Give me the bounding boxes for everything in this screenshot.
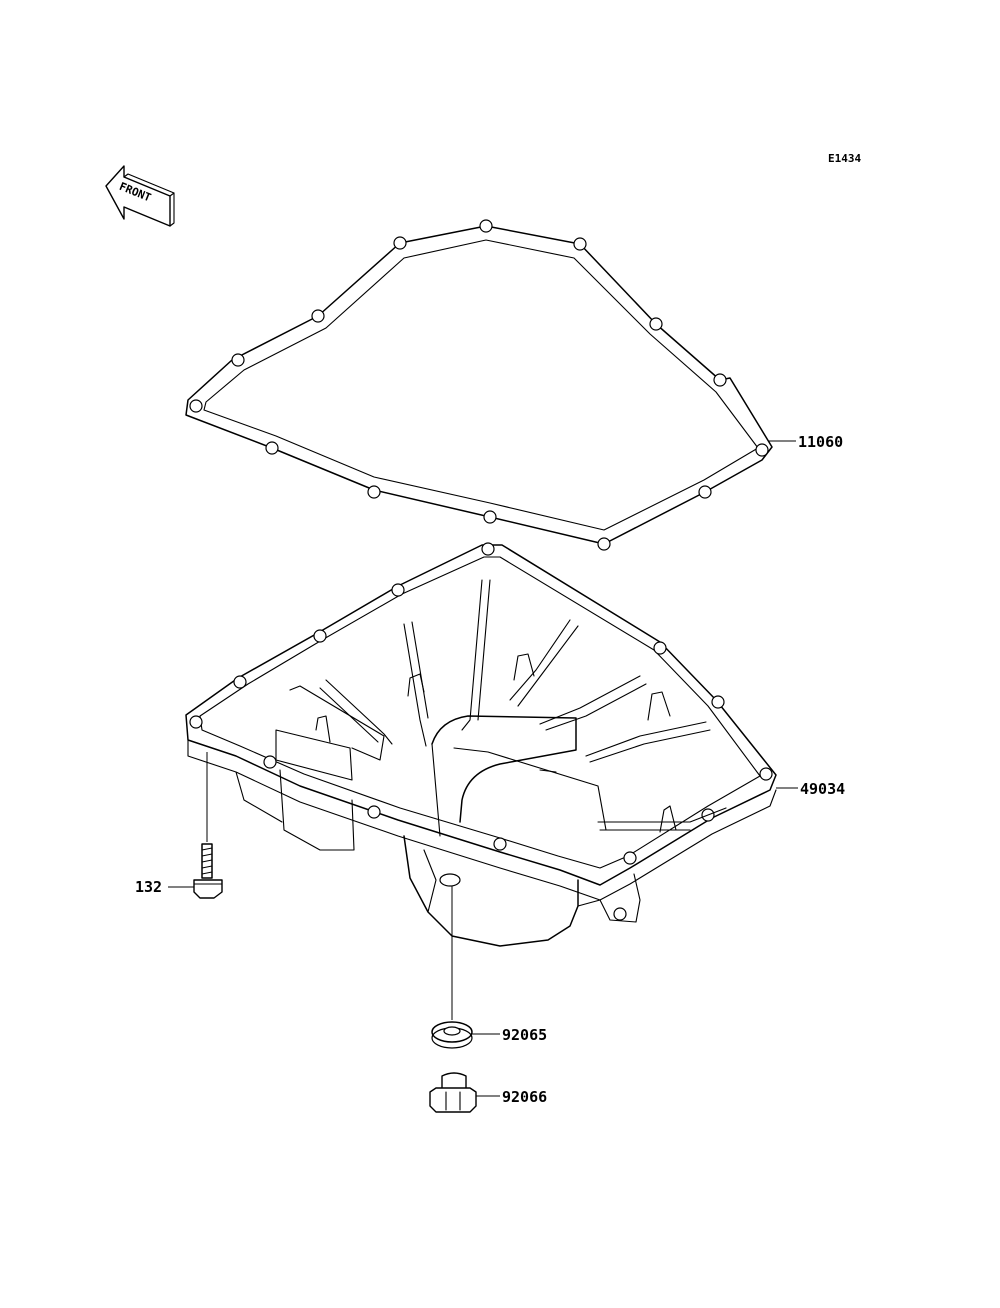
part-label-92066: 92066: [502, 1088, 547, 1106]
part-label-132: 132: [135, 878, 162, 896]
part-label-92065: 92065: [502, 1026, 547, 1044]
oil-pan: [185, 542, 777, 947]
front-arrow-icon: FRONT: [105, 165, 175, 227]
part-label-11060: 11060: [798, 433, 843, 451]
part-label-49034: 49034: [800, 780, 845, 798]
diagram-code: E1434: [828, 152, 861, 165]
drain-plug-gasket: [431, 1021, 473, 1049]
drain-plug: [429, 1072, 477, 1113]
oil-pan-gasket: [185, 219, 773, 551]
flange-bolt: [193, 843, 223, 899]
